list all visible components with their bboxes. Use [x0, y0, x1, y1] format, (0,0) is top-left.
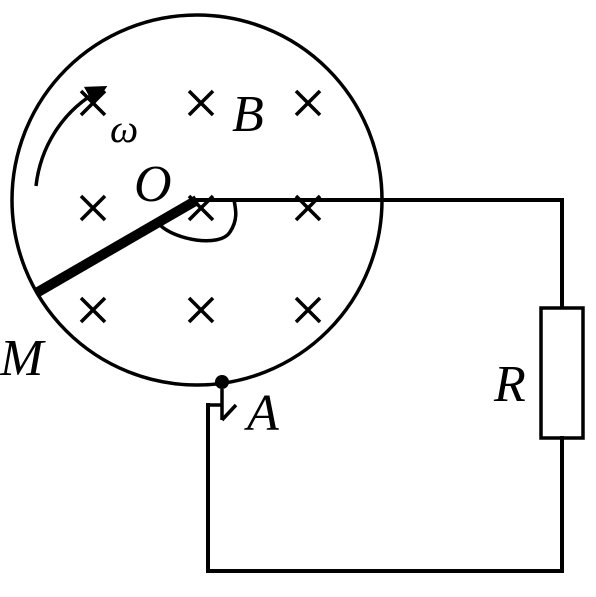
rod-om [35, 195, 200, 297]
label-m: M [0, 330, 46, 387]
label-a: A [244, 385, 279, 442]
wire-resistor-to-brush [206, 403, 564, 573]
label-r: R [493, 356, 526, 413]
label-b: B [232, 86, 264, 143]
field-cross [79, 194, 107, 222]
rotation-arrow-icon [34, 85, 108, 187]
label-omega: ω [110, 106, 138, 151]
field-cross [294, 89, 322, 117]
field-cross [294, 296, 322, 324]
field-cross [187, 296, 215, 324]
field-cross [187, 89, 215, 117]
label-o: O [134, 156, 172, 213]
field-cross [79, 296, 107, 324]
wire-center-to-resistor [195, 198, 564, 310]
resistor [539, 306, 585, 440]
brush-contact-point [215, 375, 229, 389]
center-contact-loop [158, 199, 238, 243]
brush-a-icon [208, 389, 238, 422]
